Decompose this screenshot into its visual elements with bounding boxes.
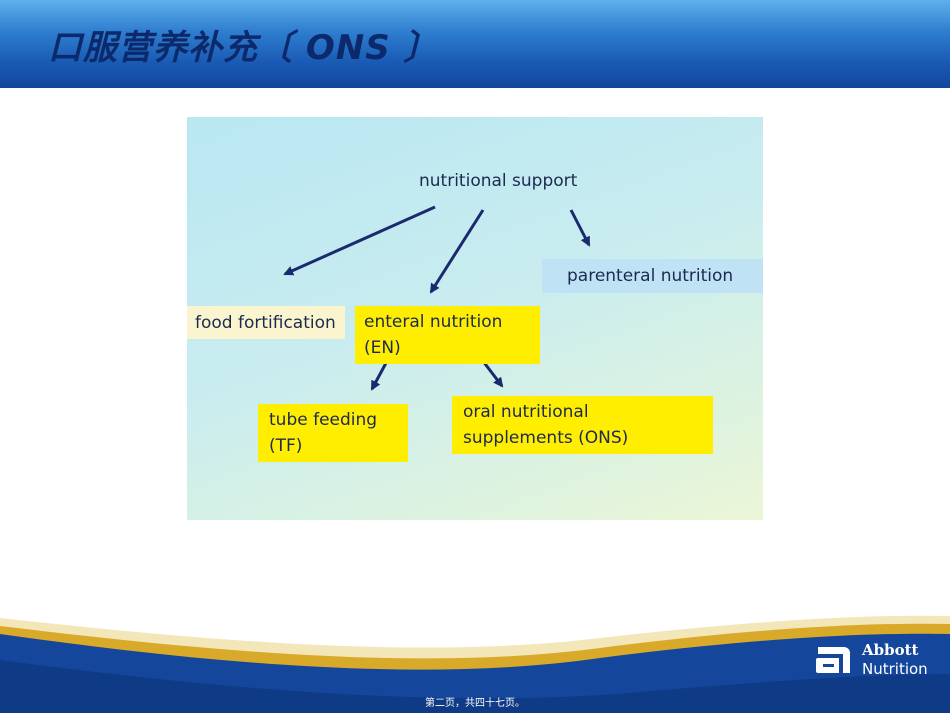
logo-text-abbott: Abbott bbox=[862, 641, 919, 659]
node-nutritional-support: nutritional support bbox=[413, 168, 583, 194]
page-number-note: 第二页，共四十七页。 bbox=[425, 698, 525, 709]
node-label: food fortification bbox=[195, 313, 336, 333]
node-label-line2: supplements (ONS) bbox=[463, 428, 629, 448]
node-food-fortification: food fortification bbox=[187, 306, 345, 339]
node-label-line1: tube feeding bbox=[269, 410, 378, 430]
node-label-line1: oral nutritional bbox=[463, 402, 589, 422]
logo-text-nutrition: Nutrition bbox=[862, 660, 928, 678]
node-label: parenteral nutrition bbox=[567, 266, 734, 286]
abbott-nutrition-logo: Abbott Nutrition bbox=[815, 641, 935, 681]
node-label-line2: (TF) bbox=[269, 436, 303, 456]
node-label-line2: (EN) bbox=[364, 338, 401, 358]
slide-title: 口服营养补充〔 ONS 〕 bbox=[48, 28, 439, 68]
node-oral-nutritional-supplements: oral nutritional supplements (ONS) bbox=[452, 396, 713, 454]
abbott-logo-icon bbox=[816, 647, 850, 673]
node-label: nutritional support bbox=[419, 171, 578, 191]
footer-swoosh bbox=[0, 615, 950, 713]
arrow-to-food-fortification bbox=[283, 205, 436, 276]
header-bar: 口服营养补充〔 ONS 〕 bbox=[0, 0, 950, 88]
node-label-line1: enteral nutrition bbox=[364, 312, 503, 332]
nutrition-support-diagram: nutritional support food fortification e… bbox=[187, 117, 763, 520]
arrow-to-enteral bbox=[429, 209, 485, 294]
node-parenteral-nutrition: parenteral nutrition bbox=[542, 259, 763, 293]
node-enteral-nutrition: enteral nutrition (EN) bbox=[355, 306, 540, 364]
arrow-to-parenteral bbox=[569, 209, 591, 247]
node-tube-feeding: tube feeding (TF) bbox=[258, 404, 408, 462]
arrow-to-tube-feeding bbox=[370, 362, 388, 391]
